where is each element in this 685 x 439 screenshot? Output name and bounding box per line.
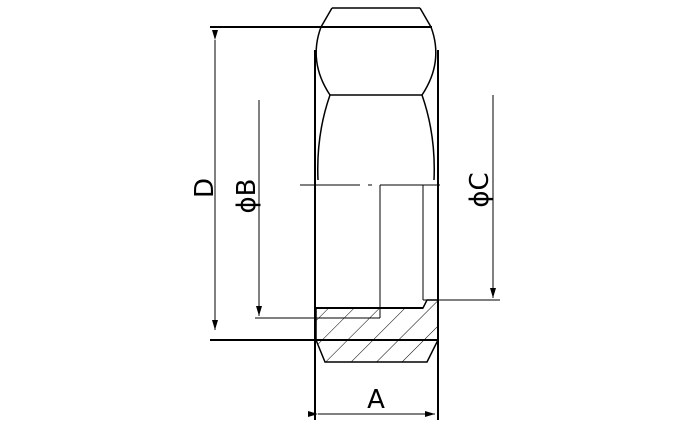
dimension-C-label: ϕC — [465, 172, 495, 207]
dimension-D-label: D — [190, 178, 220, 198]
dimension-B-label: ϕB — [232, 179, 262, 214]
extension-lines — [210, 26, 500, 341]
section-hatch — [315, 299, 439, 363]
dimension-A-label: A — [367, 385, 385, 415]
